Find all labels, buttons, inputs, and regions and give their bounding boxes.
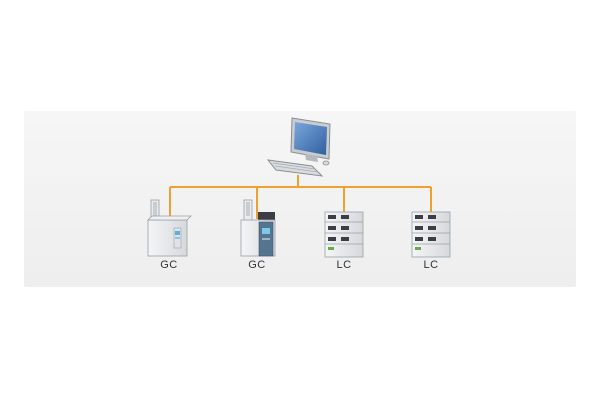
network-lines <box>169 175 432 219</box>
desktop-computer-icon <box>266 117 331 177</box>
gc-instrument-1 <box>147 199 192 257</box>
instrument-label-lc-2: LC <box>423 259 439 271</box>
lc-instrument-1 <box>324 211 364 258</box>
instrument-label-gc-2: GC <box>248 259 266 271</box>
instrument-label-gc-1: GC <box>160 259 178 271</box>
gc-instrument-2 <box>240 199 276 257</box>
instrument-label-lc-1: LC <box>336 259 352 271</box>
lc-instrument-2 <box>411 211 451 258</box>
